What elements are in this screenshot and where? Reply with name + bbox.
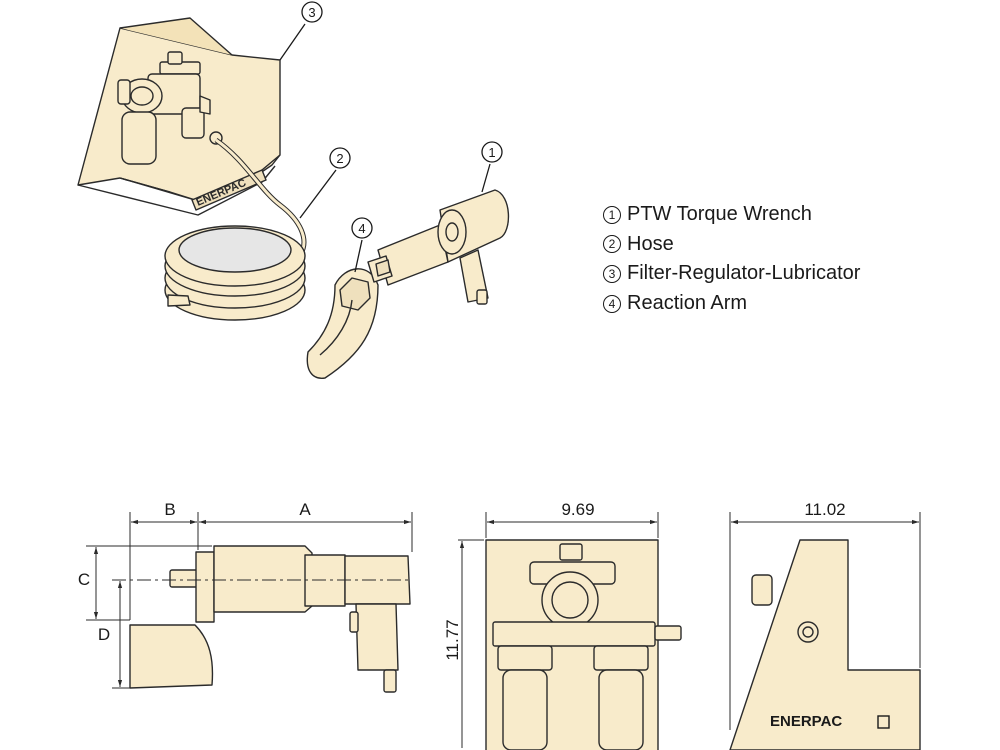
front-view-height-label: 11.77 — [443, 619, 462, 660]
hose-illustration — [164, 137, 307, 321]
logo-mark-icon — [877, 715, 890, 729]
callout-1: 1 — [488, 145, 495, 160]
side-view-width-label: 11.02 — [804, 500, 845, 519]
legend-label: Hose — [627, 232, 674, 255]
legend-item-hose: 2 Hose — [603, 230, 860, 260]
component-legend: 1 PTW Torque Wrench 2 Hose 3 Filter-Regu… — [603, 200, 860, 318]
torque-wrench-illustration — [367, 189, 510, 305]
legend-item-ptw-torque-wrench: 1 PTW Torque Wrench — [603, 200, 860, 230]
dimension-b-label: B — [164, 500, 175, 519]
dimension-d-label: D — [98, 625, 110, 644]
side-view-wrench — [129, 545, 411, 693]
legend-number-icon: 4 — [603, 294, 621, 313]
legend-item-reaction-arm: 4 Reaction Arm — [603, 289, 860, 319]
side-view-frl — [729, 539, 921, 750]
legend-number-icon: 3 — [603, 264, 621, 283]
callout-1-circle — [481, 141, 503, 163]
front-view-width-label: 9.69 — [561, 500, 594, 519]
front-view-frl — [485, 539, 682, 750]
legend-number-icon: 2 — [603, 235, 621, 254]
dimension-a-label: A — [299, 500, 311, 519]
callout-3: 3 — [308, 5, 315, 20]
legend-label: Filter-Regulator-Lubricator — [627, 262, 861, 285]
callout-4-circle — [351, 217, 373, 239]
dimension-c-label: C — [78, 570, 90, 589]
reaction-arm-illustration — [306, 268, 379, 379]
callout-2-circle — [329, 147, 351, 169]
side-view-logo: ENERPAC — [770, 713, 842, 730]
callout-4: 4 — [358, 221, 365, 236]
callout-2: 2 — [336, 151, 343, 166]
legend-label: Reaction Arm — [627, 291, 748, 314]
filter-regulator-lubricator-illustration: ENERPAC — [77, 17, 281, 216]
callout-3-circle — [301, 1, 323, 23]
legend-label: PTW Torque Wrench — [627, 203, 812, 225]
legend-item-filter-regulator-lubricator: 3 Filter-Regulator-Lubricator — [603, 259, 860, 289]
legend-number-icon: 1 — [603, 205, 621, 224]
